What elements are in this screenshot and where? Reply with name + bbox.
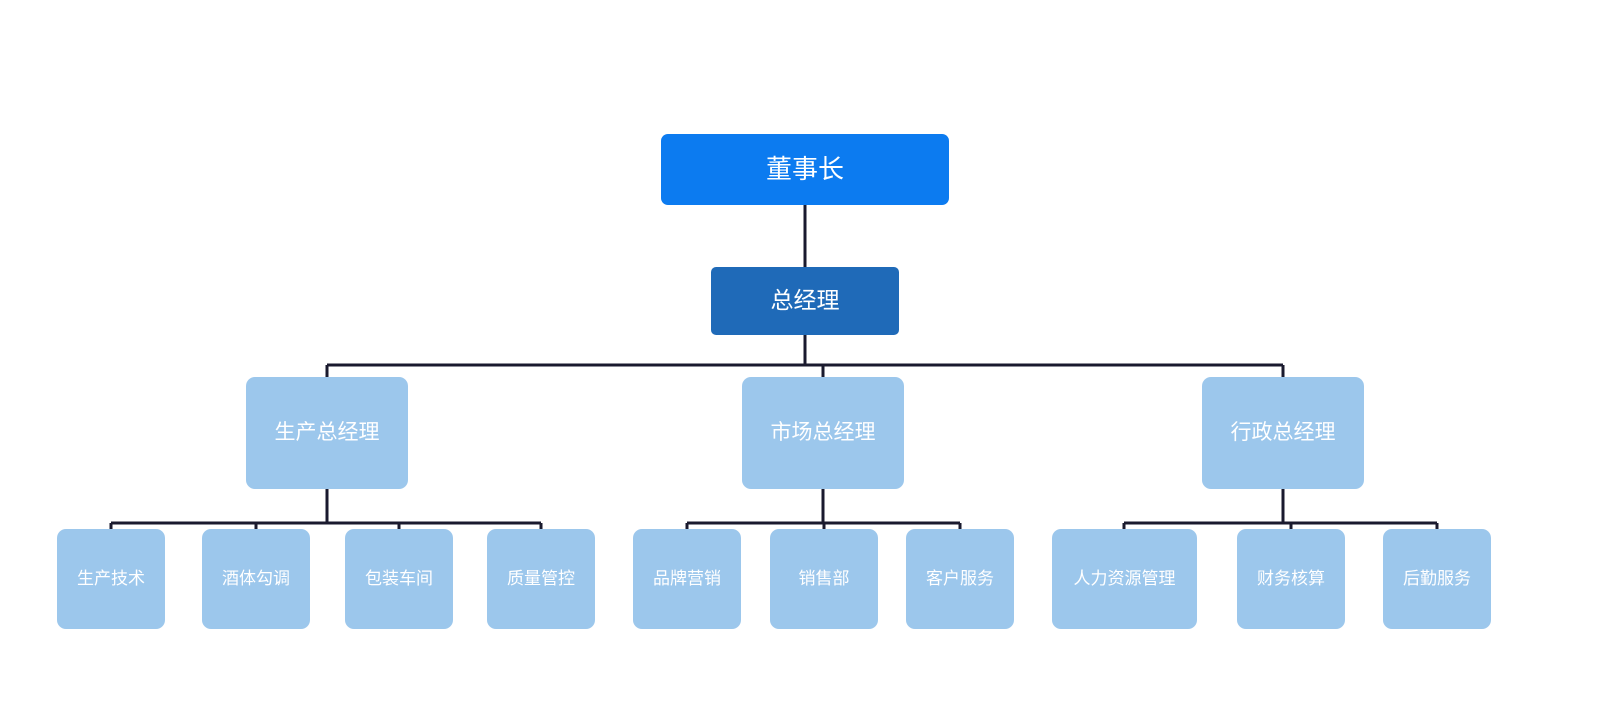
node-chairman[interactable]: 董事长 [661,134,949,205]
node-leaf-quality-control[interactable]: 质量管控 [487,529,595,629]
node-general-manager-label: 总经理 [770,287,840,314]
node-leaf-brand-marketing-label: 品牌营销 [653,568,721,588]
node-department-marketing[interactable]: 市场总经理 [742,377,904,489]
node-leaf-human-resources-label: 人力资源管理 [1073,568,1176,588]
node-leaf-quality-control-label: 质量管控 [507,568,575,588]
node-leaf-liquor-blending-label: 酒体勾调 [222,568,290,588]
node-leaf-financial-accounting[interactable]: 财务核算 [1237,529,1345,629]
node-leaf-sales-label: 销售部 [798,568,850,588]
node-general-manager[interactable]: 总经理 [711,267,899,335]
node-chairman-label: 董事长 [765,153,844,184]
node-leaf-brand-marketing[interactable]: 品牌营销 [633,529,741,629]
node-leaf-sales[interactable]: 销售部 [770,529,878,629]
node-leaf-human-resources[interactable]: 人力资源管理 [1052,529,1197,629]
node-leaf-customer-service[interactable]: 客户服务 [906,529,1014,629]
node-leaf-logistics-service[interactable]: 后勤服务 [1383,529,1491,629]
node-department-administration[interactable]: 行政总经理 [1202,377,1364,489]
node-leaf-packaging-workshop[interactable]: 包装车间 [345,529,453,629]
node-leaf-production-technology[interactable]: 生产技术 [57,529,165,629]
node-leaf-production-technology-label: 生产技术 [77,568,145,588]
node-leaf-logistics-service-label: 后勤服务 [1403,568,1471,588]
node-leaf-packaging-workshop-label: 包装车间 [365,568,433,588]
node-department-production[interactable]: 生产总经理 [246,377,408,489]
node-leaf-liquor-blending[interactable]: 酒体勾调 [202,529,310,629]
node-department-production-label: 生产总经理 [274,421,380,445]
node-department-marketing-label: 市场总经理 [770,421,876,445]
node-leaf-financial-accounting-label: 财务核算 [1257,568,1325,588]
node-department-administration-label: 行政总经理 [1230,421,1336,445]
node-leaf-customer-service-label: 客户服务 [926,568,994,588]
